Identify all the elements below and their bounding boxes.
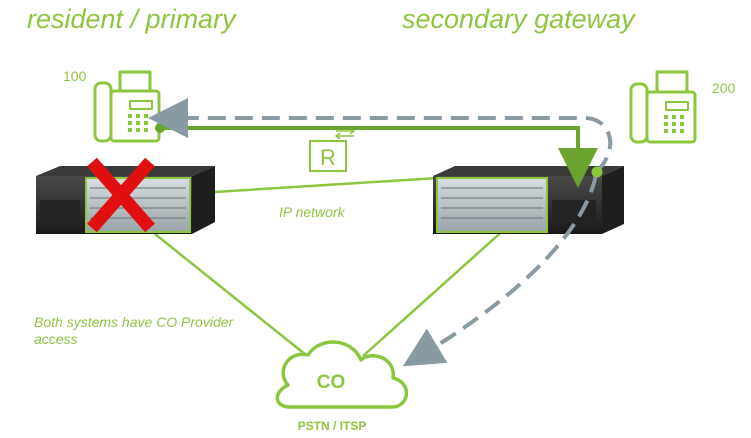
co-access-note: Both systems have CO Provider access <box>34 314 234 347</box>
primary-heading: resident / primary <box>27 4 236 34</box>
co-cloud-icon <box>275 340 409 409</box>
call-route-arrow <box>160 126 598 188</box>
fallback-start-dot <box>591 166 603 178</box>
extension-100-label: 100 <box>63 68 87 84</box>
cloud-caption: PSTN / ITSP <box>297 419 367 433</box>
secondary-to-co-link <box>362 227 507 357</box>
phone-100-icon <box>93 70 161 143</box>
fallback-route-to-co <box>402 174 598 367</box>
fallback-route-to-phone <box>148 98 613 174</box>
router-icon: R <box>309 127 356 172</box>
phone-200-icon <box>629 70 697 144</box>
route-start-dot <box>155 123 165 133</box>
extension-200-label: 200 <box>712 80 736 96</box>
router-glyph: R <box>320 145 336 170</box>
secondary-heading: secondary gateway <box>402 4 635 34</box>
primary-to-co-link <box>154 233 307 356</box>
ip-network-label: IP network <box>279 204 345 220</box>
failure-x-mark <box>87 157 155 233</box>
ip-network-link <box>214 176 439 194</box>
cloud-label: CO <box>316 372 346 393</box>
